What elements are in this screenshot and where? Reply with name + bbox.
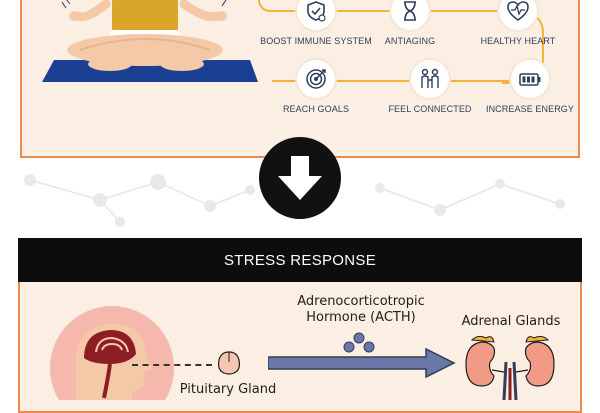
benefit-boost-immune-system: BOOST IMMUNE SYSTEM (256, 0, 376, 46)
heartbeat-icon (499, 0, 537, 30)
pituitary-gland-label: Pituitary Gland (179, 382, 277, 397)
flow-connector-top (258, 0, 276, 12)
people-icon (411, 60, 449, 98)
target-icon (297, 60, 335, 98)
acth-arrow (268, 347, 456, 379)
benefit-reach-goals: REACH GOALS (256, 60, 376, 114)
benefit-label: REACH GOALS (282, 104, 350, 114)
benefit-antiaging: ANTIAGING (350, 0, 470, 46)
battery-icon (511, 60, 549, 98)
stress-response-header: STRESS RESPONSE (18, 238, 582, 282)
pituitary-gland-icon (217, 351, 241, 375)
acth-label-line2: Hormone (ACTH) (306, 310, 416, 325)
head-brain-illustration (50, 306, 174, 400)
hourglass-icon (391, 0, 429, 30)
benefit-label: FEEL CONNECTED (388, 104, 472, 114)
benefit-label: BOOST IMMUNE SYSTEM (260, 36, 372, 46)
acth-label: Adrenocorticotropic Hormone (ACTH) (276, 294, 446, 326)
adrenal-glands-kidneys-icon (465, 335, 555, 400)
benefit-healthy-heart: HEALTHY HEART (458, 0, 578, 46)
arrow-down-circle (259, 137, 341, 219)
arrow-down-icon (278, 156, 322, 200)
benefits-panel: BOOST IMMUNE SYSTEM ANTIAGING HEALTHY HE… (20, 0, 580, 158)
benefit-label: HEALTHY HEART (480, 36, 556, 46)
acth-label-line1: Adrenocorticotropic (297, 294, 425, 309)
benefit-increase-energy: INCREASE ENERGY (470, 60, 590, 114)
shield-heart-icon (297, 0, 335, 30)
adrenal-glands-label: Adrenal Glands (461, 314, 561, 329)
benefit-label: INCREASE ENERGY (485, 104, 575, 114)
flow-connector-row2 (272, 80, 542, 82)
acth-molecules-icon (343, 332, 375, 353)
pituitary-connector (132, 364, 212, 366)
meditation-illustration (42, 0, 258, 82)
stress-response-title: STRESS RESPONSE (223, 251, 377, 269)
flow-connector-row1 (272, 10, 502, 12)
benefit-feel-connected: FEEL CONNECTED (370, 60, 490, 114)
molecule-decoration (24, 174, 565, 227)
benefit-label: ANTIAGING (384, 36, 436, 46)
